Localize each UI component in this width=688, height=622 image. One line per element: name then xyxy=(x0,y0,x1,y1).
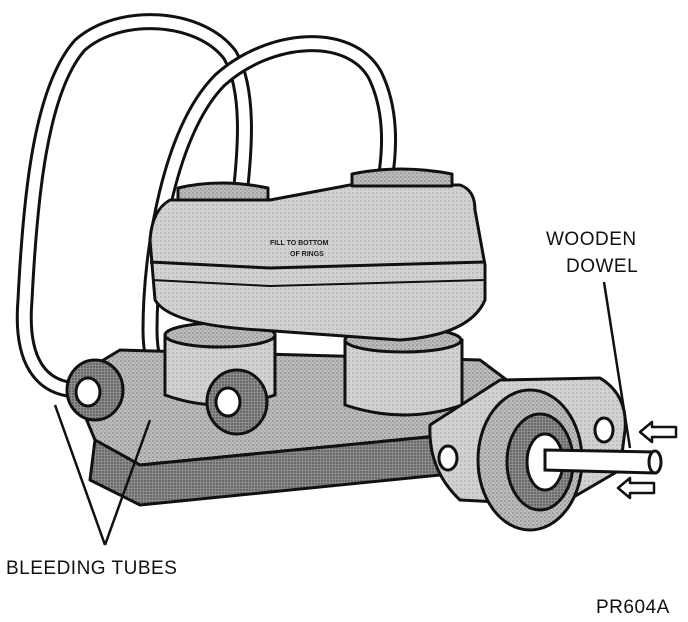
reservoir xyxy=(148,167,487,342)
reservoir-text-line2: OF RINGS xyxy=(290,251,324,258)
arrow-lower-icon xyxy=(616,476,656,500)
bleeding-tubes-label: BLEEDING TUBES xyxy=(6,558,177,579)
arrow-upper-icon xyxy=(638,420,678,444)
reservoir-text-line1: FILL TO BOTTOM xyxy=(270,240,329,247)
figure-code-label: PR604A xyxy=(596,597,670,618)
wooden-dowel-label-line1: WOODEN xyxy=(546,229,637,250)
wooden-dowel xyxy=(543,448,663,475)
leader-lines xyxy=(53,281,632,546)
wooden-dowel-label-line2: DOWEL xyxy=(566,256,638,277)
bleeder-fitting-left xyxy=(65,358,125,422)
bleeder-fitting-right xyxy=(205,368,269,436)
bleeding-tube-left xyxy=(15,13,253,399)
